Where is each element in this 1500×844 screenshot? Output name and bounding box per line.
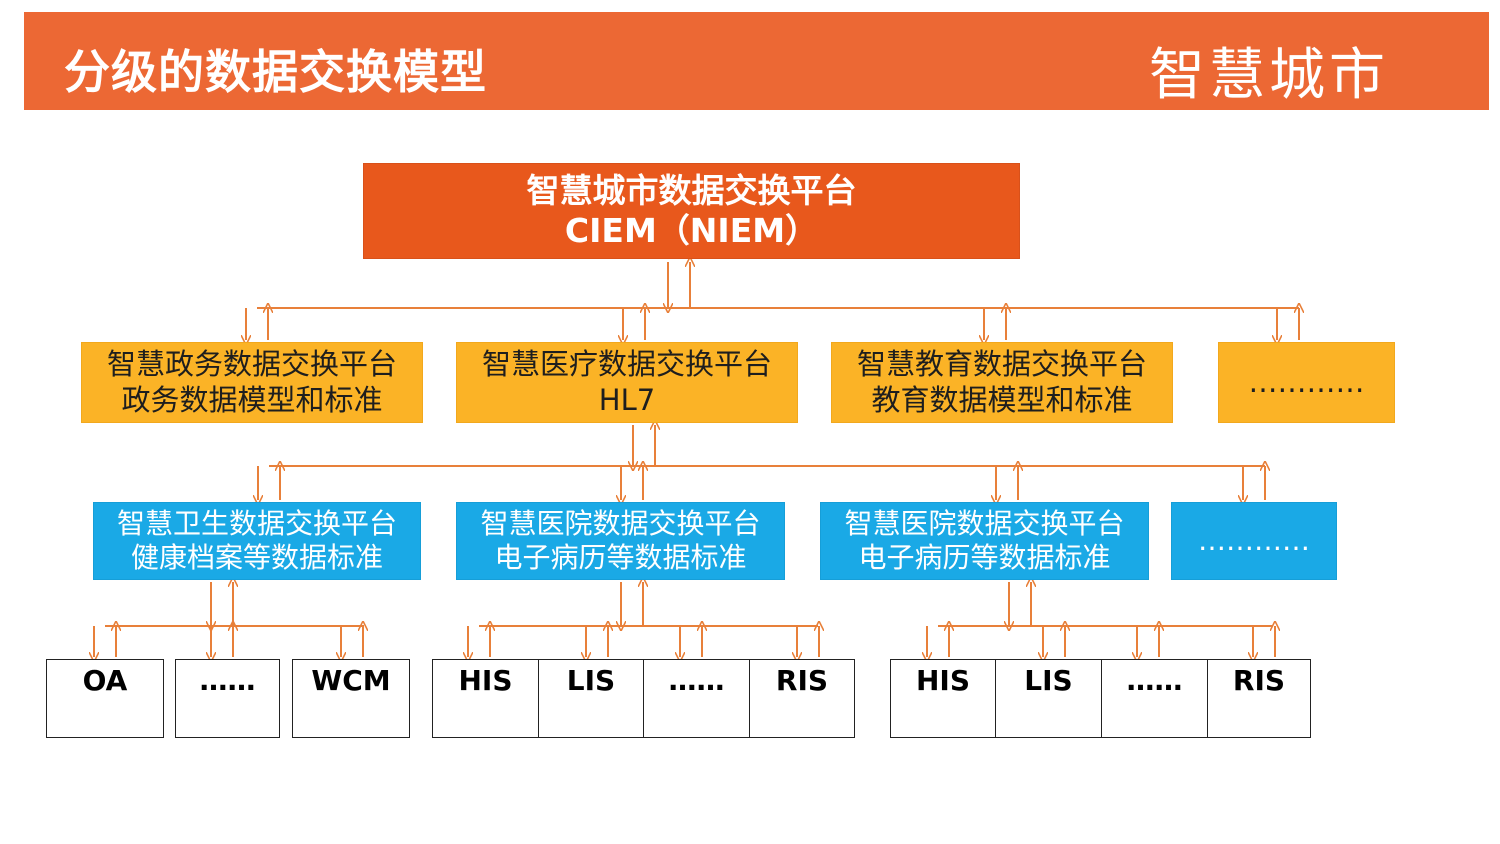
level2-ellipsis: …………: [1198, 523, 1310, 557]
system-label: HIS: [458, 664, 513, 697]
level1-title: 智慧医疗数据交换平台: [481, 347, 772, 382]
system-ris: RIS: [1207, 659, 1311, 738]
level1-standard: 教育数据模型和标准: [871, 382, 1133, 417]
health-exchange-platform: 智慧卫生数据交换平台 健康档案等数据标准: [93, 502, 421, 580]
city-platform-title: 智慧城市数据交换平台: [526, 170, 857, 210]
level1-ellipsis: …………: [1248, 364, 1365, 399]
level1-standard: HL7: [598, 382, 656, 417]
system-label: ……: [668, 664, 725, 697]
level1-standard: 政务数据模型和标准: [121, 382, 383, 417]
page-title: 分级的数据交换模型: [64, 45, 487, 99]
system-his: HIS: [890, 659, 996, 738]
system-his: HIS: [432, 659, 539, 738]
system-wcm: WCM: [292, 659, 410, 738]
system-label: HIS: [915, 664, 971, 697]
level2-title: 智慧卫生数据交换平台: [116, 506, 397, 540]
system-ellipsis: ……: [643, 659, 750, 738]
brand-title: 智慧城市: [1149, 43, 1389, 108]
system-label: RIS: [1232, 664, 1286, 697]
system-label: WCM: [311, 664, 391, 697]
system-ellipsis: ……: [175, 659, 280, 738]
level2-standard: 电子病历等数据标准: [858, 541, 1111, 574]
government-exchange-platform: 智慧政务数据交换平台 政务数据模型和标准: [81, 342, 423, 423]
level2-title: 智慧医院数据交换平台: [480, 506, 761, 540]
system-oa: OA: [46, 659, 164, 738]
system-label: LIS: [1024, 664, 1073, 697]
city-platform-standard: CIEM（NIEM）: [564, 211, 819, 250]
level2-standard: 健康档案等数据标准: [130, 541, 383, 574]
system-ellipsis: ……: [1101, 659, 1208, 738]
system-lis: LIS: [995, 659, 1102, 738]
system-label: ……: [199, 664, 256, 697]
level1-title: 智慧教育数据交换平台: [856, 347, 1147, 382]
hospital-exchange-platform-2: 智慧医院数据交换平台 电子病历等数据标准: [820, 502, 1149, 580]
level2-standard: 电子病历等数据标准: [494, 541, 747, 574]
hospital-exchange-platform-1: 智慧医院数据交换平台 电子病历等数据标准: [456, 502, 785, 580]
level2-title: 智慧医院数据交换平台: [844, 506, 1125, 540]
level1-title: 智慧政务数据交换平台: [106, 347, 397, 382]
system-label: RIS: [775, 664, 829, 697]
education-exchange-platform: 智慧教育数据交换平台 教育数据模型和标准: [831, 342, 1173, 423]
system-label: ……: [1126, 664, 1183, 697]
more-hospitals-ellipsis: …………: [1171, 502, 1337, 580]
header-banner: 分级的数据交换模型 智慧城市: [24, 12, 1489, 110]
medical-exchange-platform: 智慧医疗数据交换平台 HL7: [456, 342, 798, 423]
system-label: OA: [82, 664, 128, 697]
system-ris: RIS: [749, 659, 855, 738]
system-lis: LIS: [538, 659, 644, 738]
more-platforms-ellipsis: …………: [1218, 342, 1395, 423]
system-label: LIS: [566, 664, 616, 697]
city-exchange-platform: 智慧城市数据交换平台 CIEM（NIEM）: [363, 163, 1020, 259]
